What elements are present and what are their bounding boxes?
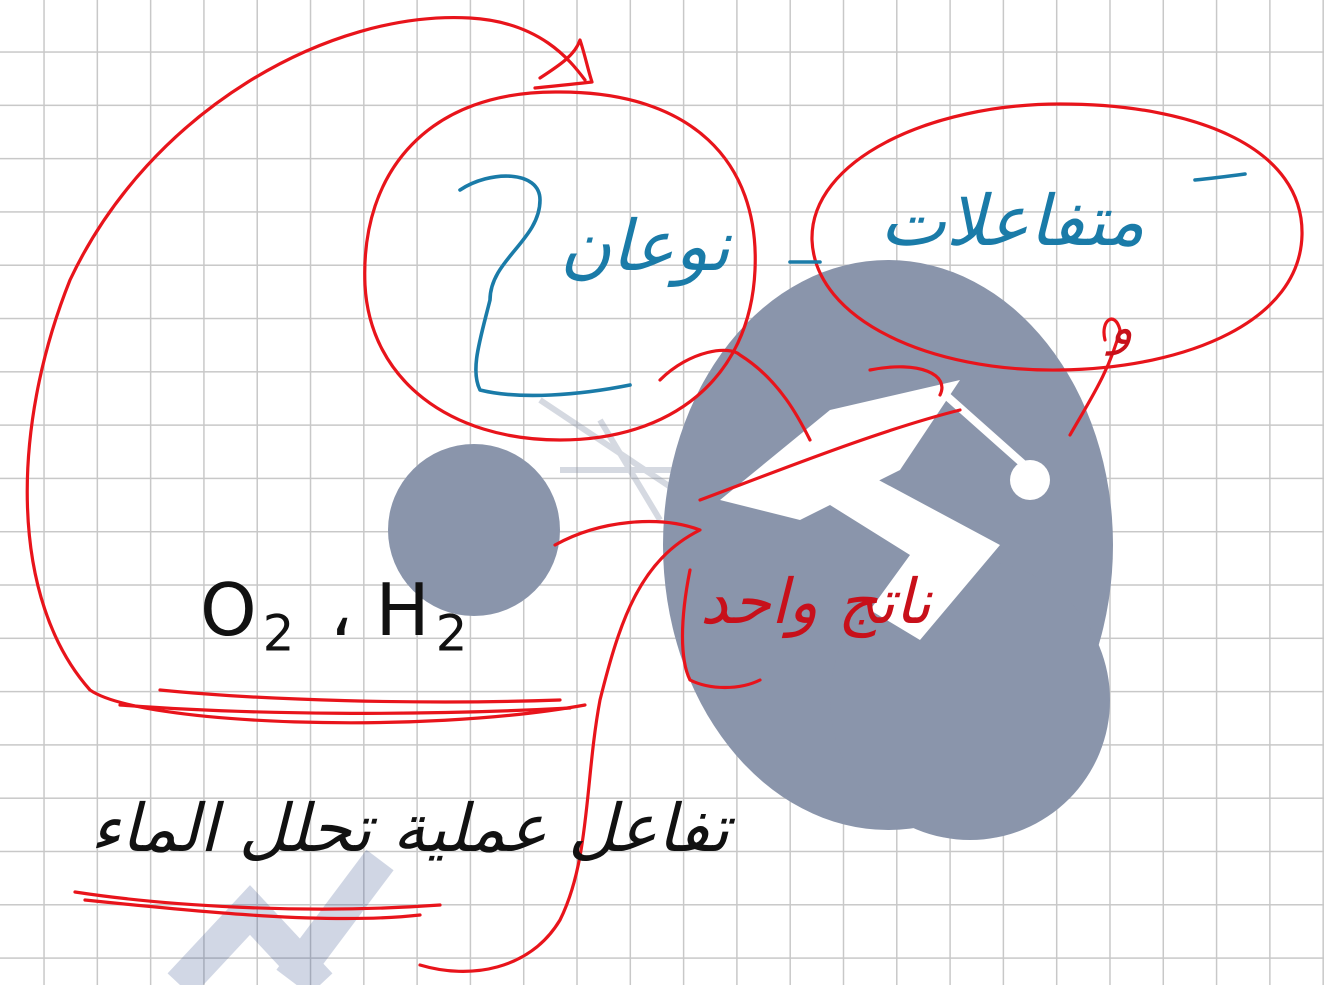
circle-right (810, 102, 1304, 372)
formula-separator: ، (329, 568, 353, 652)
arrow-head (533, 38, 594, 90)
curve-through-word (698, 408, 962, 502)
formula-hydrogen-subscript: 2 (435, 604, 474, 663)
blue-dash (788, 172, 1247, 264)
bottom-sentence-label: تفاعل عملية تحلل الماء (90, 790, 730, 867)
big-loop-arrow (25, 15, 587, 725)
connector-lines (658, 317, 1122, 442)
reactants-label: متفاعلات (880, 180, 1145, 262)
and-letter-label: و (1110, 300, 1134, 356)
circle-left (363, 90, 757, 442)
long-curve (418, 519, 702, 973)
bottom-underline (73, 890, 442, 921)
red-word-stroke (680, 568, 762, 690)
reactant-types-label: نوعان (560, 205, 731, 287)
blue-curve (458, 174, 632, 398)
loop-underline (118, 688, 572, 715)
formula-hydrogen-symbol: H (375, 568, 436, 652)
formula-oxygen-symbol: O (200, 568, 263, 652)
formula-label: O2 ، H2 (200, 568, 473, 662)
single-product-label: ناتج واحد (700, 565, 932, 638)
formula-oxygen-subscript: 2 (262, 604, 301, 663)
